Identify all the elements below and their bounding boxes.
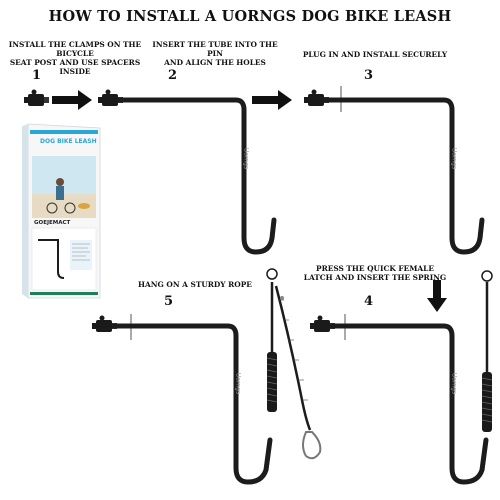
page-title: HOW TO INSTALL A UORNGS DOG BIKE LEASH	[48, 8, 452, 25]
tube-brand-label-5: Uorngs	[234, 372, 242, 395]
tube-brand-label-2: Uorngs	[242, 147, 250, 170]
arrow-down-icon	[427, 280, 447, 312]
step-2-assembly	[98, 89, 277, 255]
step-1-caption-line2: SEAT POST AND USE SPACERS INSIDE	[9, 58, 141, 76]
box-title: DOG BIKE LEASH	[40, 138, 97, 145]
step-4-assembly	[310, 270, 493, 485]
tube-brand-label-3: Uorngs	[450, 147, 458, 170]
product-box: DOG BIKE LEASH GOEJEMACT	[22, 122, 106, 302]
step-5-assembly	[92, 268, 322, 485]
step-1-clamp	[24, 89, 49, 106]
step-1-caption: INSTALL THE CLAMPS ON THE BICYCLE SEAT P…	[0, 40, 150, 76]
step-5-caption-line1: HANG ON A STURDY ROPE	[138, 280, 252, 289]
step-4-caption-line2: LATCH AND INSERT THE SPRING	[303, 273, 447, 282]
step-2-caption-line2: AND ALIGN THE HOLES	[164, 58, 266, 67]
step-5-caption: HANG ON A STURDY ROPE	[130, 280, 260, 289]
step-5-number: 5	[164, 294, 174, 309]
arrow-right-icon	[52, 90, 92, 110]
step-2-number: 2	[168, 68, 178, 83]
step-3-caption-line1: PLUG IN AND INSTALL SECURELY	[302, 50, 448, 59]
step-2-caption: INSERT THE TUBE INTO THE PIN AND ALIGN T…	[150, 40, 280, 67]
step-4-caption: PRESS THE QUICK FEMALE LATCH AND INSERT …	[300, 264, 450, 282]
step-3-caption: PLUG IN AND INSTALL SECURELY	[290, 50, 460, 59]
step-4-caption-line1: PRESS THE QUICK FEMALE	[316, 264, 434, 273]
step-1-caption-line1: INSTALL THE CLAMPS ON THE BICYCLE	[8, 40, 142, 58]
step-3-assembly	[304, 86, 485, 255]
box-brand: GOEJEMACT	[34, 220, 71, 226]
step-3-number: 3	[364, 68, 374, 83]
step-4-number: 4	[364, 294, 374, 309]
arrow-right-icon	[252, 90, 292, 110]
step-1-number: 1	[32, 68, 42, 83]
step-2-caption-line1: INSERT THE TUBE INTO THE PIN	[152, 40, 278, 58]
tube-brand-label-4: Uorngs	[450, 372, 458, 395]
carabiner-icon	[302, 431, 322, 460]
